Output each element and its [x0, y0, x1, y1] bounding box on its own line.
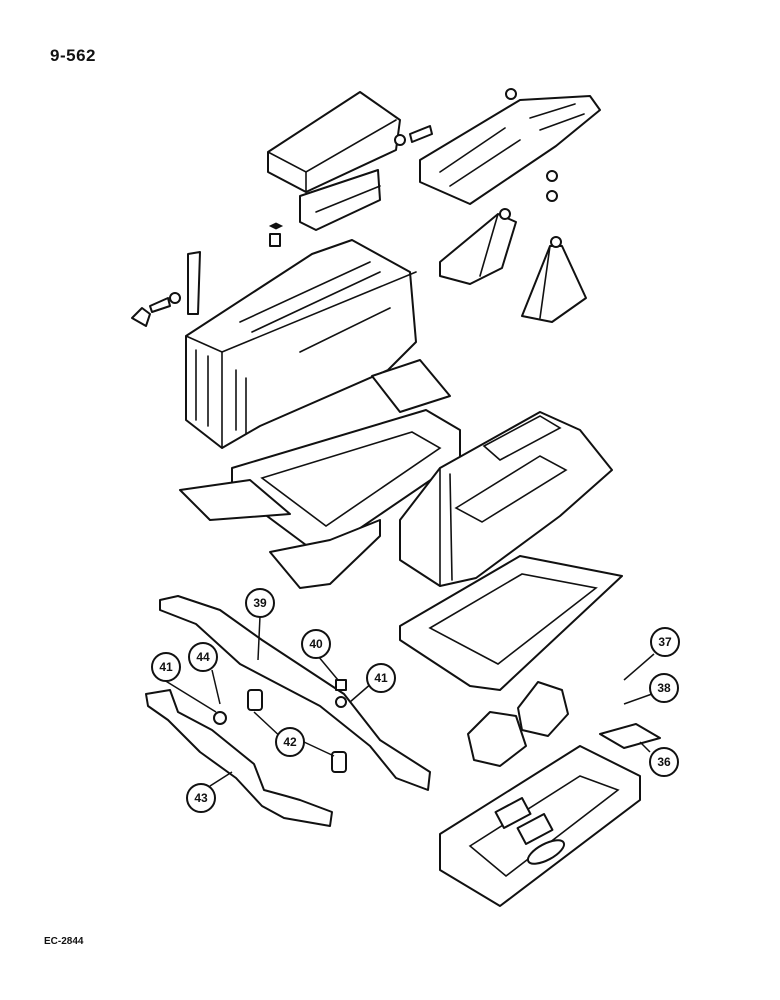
- console-base-right: [399, 555, 623, 691]
- console-cover-left: [185, 239, 417, 449]
- gate-plate: [419, 88, 601, 205]
- svg-text:40: 40: [309, 637, 323, 651]
- armrest-cushion: [267, 91, 401, 193]
- armrest-bolt: [394, 125, 433, 146]
- washers-41: [213, 679, 347, 725]
- svg-text:41: 41: [159, 660, 173, 674]
- callout-37: 37: [650, 627, 680, 657]
- figure-code: EC-2844: [44, 936, 84, 947]
- svg-text:41: 41: [374, 671, 388, 685]
- svg-text:39: 39: [253, 596, 267, 610]
- svg-text:37: 37: [658, 635, 672, 649]
- callout-41-right: 41: [366, 663, 396, 693]
- console-cover-right: [399, 411, 613, 587]
- svg-text:44: 44: [196, 650, 210, 664]
- armrest-screw: [268, 222, 284, 247]
- rubber-boots-lower: [467, 681, 569, 767]
- callout-40: 40: [301, 629, 331, 659]
- base-bracket-left: [179, 359, 451, 521]
- page-number: 9-562: [50, 46, 96, 65]
- callout-44: 44: [188, 642, 218, 672]
- shift-boot-left: [439, 208, 517, 285]
- callout-39: 39: [245, 588, 275, 618]
- support-bar-39: [159, 595, 431, 791]
- lower-tray-left: [269, 519, 381, 589]
- callout-38: 38: [649, 673, 679, 703]
- svg-text:38: 38: [657, 681, 671, 695]
- shift-boot-right: [521, 236, 587, 323]
- callout-36: 36: [649, 747, 679, 777]
- spacers-42: [247, 689, 347, 773]
- lever-guide: [187, 251, 201, 315]
- svg-text:42: 42: [283, 735, 297, 749]
- plate-36: [599, 723, 661, 749]
- svg-text:36: 36: [657, 755, 671, 769]
- svg-text:43: 43: [194, 791, 208, 805]
- callout-41-left: 41: [151, 652, 181, 682]
- armrest-bracket: [299, 169, 381, 231]
- support-bar-43: [145, 689, 333, 827]
- callout-42: 42: [275, 727, 305, 757]
- control-base-plate: [439, 745, 641, 907]
- callout-43: 43: [186, 783, 216, 813]
- wing-knob: [131, 292, 181, 327]
